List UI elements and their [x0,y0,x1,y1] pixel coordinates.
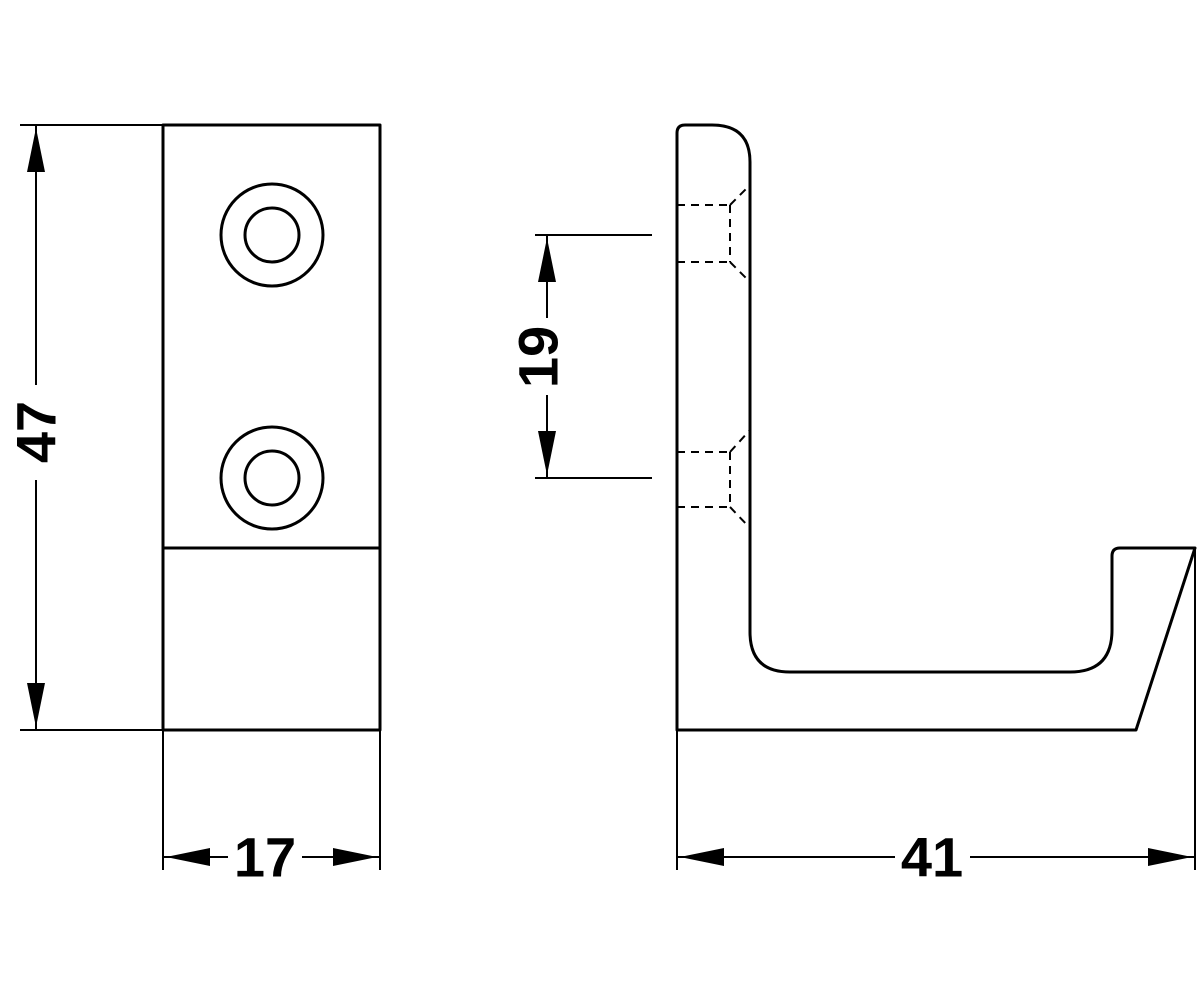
hook-profile-outline [675,123,1197,732]
dimension-depth: 41 [676,548,1196,889]
arrowhead-up [27,128,45,172]
dimension-width-label: 17 [234,826,296,889]
arrowhead-left [680,848,724,866]
dimension-height-label: 47 [5,401,68,463]
mounting-hole-lower [219,425,325,531]
countersink-outer-circle [219,182,325,288]
arrowhead-down [27,683,45,727]
dimension-spacing-label: 19 [507,326,570,388]
arrowhead-right [1148,848,1192,866]
countersink-outer-circle [219,425,325,531]
arrowhead-up [538,238,556,282]
arrowhead-right [333,848,377,866]
arrowhead-left [166,848,210,866]
dimension-width-front: 17 [162,730,381,889]
hidden-line [729,261,751,283]
hidden-line [729,429,751,453]
hole-inner-circle [243,449,301,507]
arrowhead-down [538,431,556,475]
dimension-hole-spacing: 19 [507,234,652,479]
front-view-plate-outline [161,123,382,732]
mounting-hole-upper [219,182,325,288]
hidden-hole-upper [677,184,751,283]
side-view [675,123,1197,732]
hidden-line [729,184,751,206]
hidden-line [729,506,751,529]
dimension-height: 47 [5,124,163,731]
front-view [161,123,382,732]
hole-inner-circle [243,206,301,264]
hidden-hole-lower [677,429,751,529]
dimension-depth-label: 41 [901,826,963,889]
